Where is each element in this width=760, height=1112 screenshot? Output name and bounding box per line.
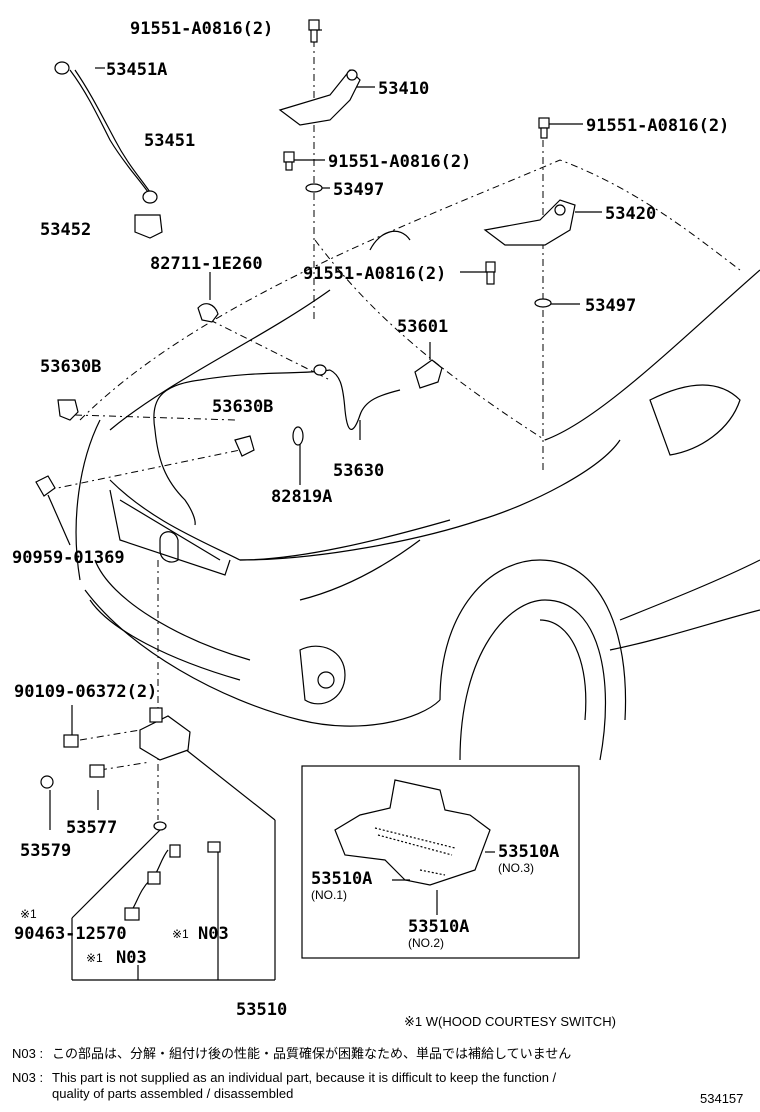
clip-icon bbox=[134, 214, 163, 239]
label-washer-right: 53497 bbox=[585, 296, 636, 316]
footnote-hood-switch: ※1 W(HOOD COURTESY SWITCH) bbox=[404, 1014, 616, 1029]
label-53510: 53510 bbox=[236, 1000, 287, 1020]
label-bolt-right: 91551-A0816(2) bbox=[586, 116, 729, 136]
mark-1-b: ※1 bbox=[172, 927, 189, 941]
washer-icon bbox=[305, 183, 323, 193]
label-53630B-left: 53630B bbox=[40, 357, 101, 377]
clip-icon bbox=[57, 399, 79, 421]
label-53510A-no3-sub: (NO.3) bbox=[498, 861, 534, 875]
label-53630B-mid: 53630B bbox=[212, 397, 273, 417]
cable-icon bbox=[124, 844, 181, 921]
clip-icon bbox=[89, 764, 105, 778]
inset-box bbox=[301, 765, 580, 959]
clip-icon bbox=[234, 435, 255, 457]
label-53510A-no2-sub: (NO.2) bbox=[408, 936, 444, 950]
label-82711: 82711-1E260 bbox=[150, 254, 263, 274]
label-n03-right: N03 bbox=[198, 924, 229, 944]
switch-icon bbox=[414, 359, 443, 389]
label-90463: 90463-12570 bbox=[14, 924, 127, 944]
label-53510A-no1: 53510A bbox=[311, 869, 372, 889]
label-53601: 53601 bbox=[397, 317, 448, 337]
note-n03-jp: この部品は、分解・組付け後の性能・品質確保が困難なため、単品では補給していません bbox=[52, 1046, 571, 1061]
mark-1-c: ※1 bbox=[86, 951, 103, 965]
label-bolt-mid: 91551-A0816(2) bbox=[328, 152, 471, 172]
label-53410: 53410 bbox=[378, 79, 429, 99]
label-53451A: 53451A bbox=[106, 60, 167, 80]
label-53579: 53579 bbox=[20, 841, 71, 861]
clip-icon bbox=[292, 426, 304, 446]
label-53420: 53420 bbox=[605, 204, 656, 224]
label-n03-left: N03 bbox=[116, 948, 147, 968]
label-53510A-no1-sub: (NO.1) bbox=[311, 888, 347, 902]
note-n03-en-line1: This part is not supplied as an individu… bbox=[52, 1070, 557, 1085]
note-n03-en-key: N03 : bbox=[12, 1070, 43, 1085]
clip-icon bbox=[35, 475, 56, 497]
bolt-icon bbox=[283, 151, 295, 171]
clip-icon bbox=[153, 821, 167, 831]
washer-icon bbox=[534, 298, 552, 308]
hinge-icon bbox=[278, 69, 361, 126]
label-53510A-no3: 53510A bbox=[498, 842, 559, 862]
bolt-icon bbox=[485, 261, 496, 285]
label-53510A-no2: 53510A bbox=[408, 917, 469, 937]
label-bolt-lower: 91551-A0816(2) bbox=[303, 264, 446, 284]
clip-icon bbox=[142, 190, 158, 204]
label-53452: 53452 bbox=[40, 220, 91, 240]
bolt-icon bbox=[538, 117, 550, 139]
cable-icon bbox=[69, 69, 153, 196]
label-82819A: 82819A bbox=[271, 487, 332, 507]
label-90109: 90109-06372(2) bbox=[14, 682, 157, 702]
bolt-icon bbox=[63, 734, 79, 748]
mark-1-a: ※1 bbox=[20, 907, 37, 921]
bolt-icon bbox=[207, 841, 221, 853]
label-washer-left: 53497 bbox=[333, 180, 384, 200]
note-n03-jp-key: N03 : bbox=[12, 1046, 43, 1061]
bolt-icon bbox=[308, 19, 320, 43]
label-53577: 53577 bbox=[66, 818, 117, 838]
hinge-icon bbox=[483, 199, 576, 246]
label-53451: 53451 bbox=[144, 131, 195, 151]
figure-id: 534157 bbox=[700, 1091, 743, 1106]
clip-icon bbox=[197, 303, 219, 323]
cable-icon bbox=[153, 364, 401, 526]
latch-icon bbox=[139, 707, 191, 761]
vehicle-outline bbox=[75, 159, 760, 761]
clip-icon bbox=[54, 61, 70, 75]
note-n03-en-line2: quality of parts assembled / disassemble… bbox=[52, 1086, 293, 1101]
clip-icon bbox=[40, 775, 54, 789]
label-53630: 53630 bbox=[333, 461, 384, 481]
label-bolt-top: 91551-A0816(2) bbox=[130, 19, 273, 39]
label-90959: 90959-01369 bbox=[12, 548, 125, 568]
leader-lines bbox=[47, 29, 602, 981]
